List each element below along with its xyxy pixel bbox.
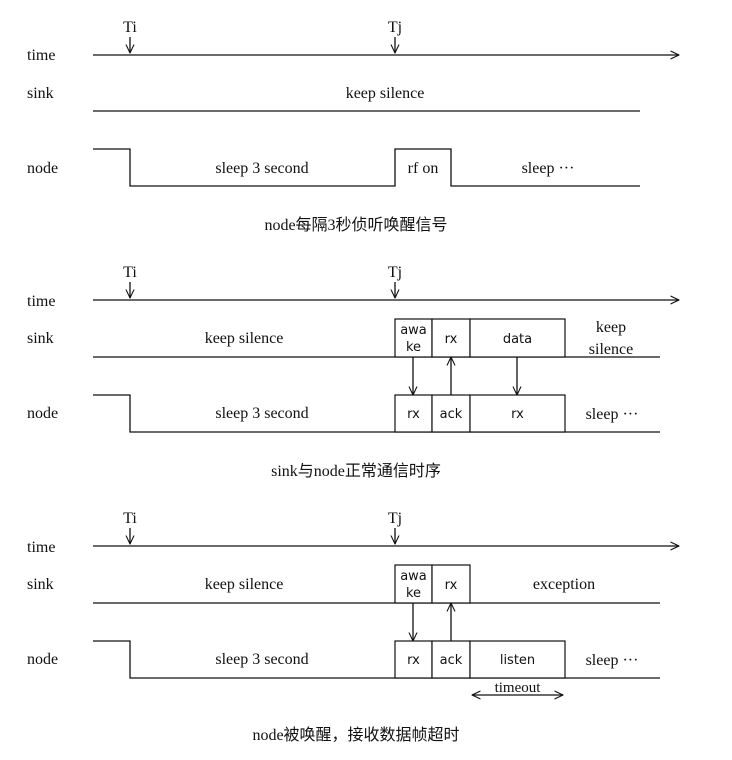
node-ack-box: [431, 640, 471, 679]
time-row-label: time: [27, 293, 55, 310]
time-row-label: time: [27, 47, 55, 64]
tj-marker-label: Tj: [388, 19, 402, 36]
node-row-label: node: [27, 160, 58, 177]
sink-row-label: sink: [27, 576, 54, 593]
node-row-label: node: [27, 651, 58, 668]
sink-state-label: keep silence: [205, 576, 284, 593]
node-rx-label: rx: [407, 653, 420, 668]
diagram-2: time sink node Ti Tj keep silence awa ke…: [27, 264, 679, 480]
diagram-3-caption: node被唤醒，接收数据帧超时: [252, 726, 459, 744]
node-listen-label: listen: [500, 653, 535, 668]
diagram-1: time sink node Ti Tj keep silence sleep …: [27, 19, 679, 234]
sink-rx-label: rx: [445, 578, 458, 593]
sink-data-label: data: [503, 332, 532, 347]
sink-exception-label: exception: [533, 576, 595, 593]
node-rx2-label: rx: [511, 407, 524, 422]
node-listen-box: [469, 640, 566, 679]
node-signal-waveform: [93, 394, 660, 433]
node-sleep-label: sleep 3 second: [215, 405, 308, 422]
node-ack-box: [431, 394, 471, 433]
tj-marker-label: Tj: [388, 510, 402, 527]
diagram-3: time sink node Ti Tj keep silence awa ke…: [27, 510, 679, 744]
node-ack-label: ack: [440, 653, 463, 668]
sink-keep-silence-line1: keep: [596, 319, 626, 336]
node-ack-label: ack: [440, 407, 463, 422]
node-rx2-box: [469, 394, 566, 433]
sink-awake-label-line1: awa: [400, 569, 427, 584]
diagram-1-caption: node每隔3秒侦听唤醒信号: [264, 216, 447, 234]
sink-rx-label: rx: [445, 332, 458, 347]
sink-state-label: keep silence: [346, 85, 425, 102]
diagram-2-caption: sink与node正常通信时序: [271, 462, 441, 480]
ti-marker-label: Ti: [123, 510, 137, 527]
node-sleep-after-label: sleep ···: [586, 652, 639, 669]
time-row-label: time: [27, 539, 55, 556]
node-rx-box: [394, 394, 433, 433]
sink-awake-label-line2: ke: [406, 340, 421, 355]
node-sleep-label: sleep 3 second: [215, 160, 308, 177]
node-rx-label: rx: [407, 407, 420, 422]
node-sleep-after-label: sleep ···: [522, 160, 575, 177]
node-sleep-after-label: sleep ···: [586, 406, 639, 423]
sink-state-label: keep silence: [205, 330, 284, 347]
node-row-label: node: [27, 405, 58, 422]
sink-row-label: sink: [27, 85, 54, 102]
sink-row-label: sink: [27, 330, 54, 347]
tj-marker-label: Tj: [388, 264, 402, 281]
ti-marker-label: Ti: [123, 19, 137, 36]
sink-awake-box: [394, 564, 433, 604]
sink-keep-silence-line2: silence: [589, 341, 633, 358]
node-sleep-label: sleep 3 second: [215, 651, 308, 668]
timeout-label: timeout: [495, 680, 542, 696]
ti-marker-label: Ti: [123, 264, 137, 281]
node-signal-waveform: [93, 148, 640, 187]
sink-awake-label-line2: ke: [406, 586, 421, 601]
rf-on-label: rf on: [408, 160, 439, 177]
node-signal-waveform: [93, 640, 660, 679]
sink-awake-label-line1: awa: [400, 323, 427, 338]
